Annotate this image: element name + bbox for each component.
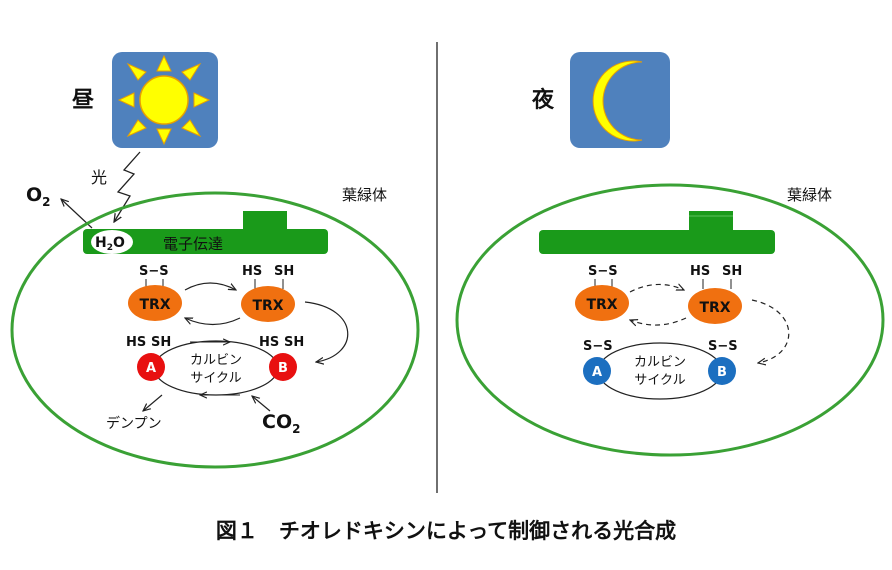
day-b-sh: SH: [284, 335, 304, 350]
day-chloroplast-label: 葉緑体: [342, 186, 387, 204]
day-electron-bar: [83, 229, 328, 254]
day-trx-red-label: TRX: [252, 298, 283, 314]
night-arrow-bottom: [630, 317, 687, 325]
day-calvin-line1: カルビン: [190, 353, 242, 368]
night-panel: 夜 葉緑体 S−S TRX HS SH TRX カルビン サイク: [455, 52, 885, 457]
night-calvin-line1: カルビン: [634, 355, 686, 370]
day-calvin-line2: サイクル: [190, 371, 241, 386]
night-label: 夜: [531, 87, 555, 113]
night-trx-left-ss: S−S: [588, 264, 618, 279]
day-label: 昼: [72, 88, 95, 113]
light-arrow: [114, 151, 141, 222]
day-b-hs: HS: [259, 335, 279, 350]
night-trx-left-label: TRX: [586, 297, 617, 313]
night-enzyme-b: [708, 357, 736, 385]
night-electron-bar: [539, 230, 775, 254]
day-trx-oxidized: [128, 285, 182, 321]
night-trx-reduced: [688, 288, 742, 324]
night-electron-bar-top: [689, 211, 733, 232]
co2-label: CO2: [262, 411, 300, 436]
day-panel: 昼 光 O2 葉緑体 電子伝達 H2O S−S: [10, 52, 420, 469]
night-trx-right-label: TRX: [699, 300, 730, 316]
night-arrow-top: [629, 284, 684, 293]
co2-arrow: [252, 396, 271, 412]
day-trx-red-hs: HS: [242, 264, 262, 279]
figure-caption: 図１ チオレドキシンによって制御される光合成: [216, 519, 676, 543]
night-chloroplast-label: 葉緑体: [787, 186, 832, 204]
night-trx-oxidized: [575, 285, 629, 321]
day-chloroplast: [10, 191, 420, 469]
night-a-ss: S−S: [583, 339, 613, 354]
day-enzyme-b: [269, 353, 297, 381]
night-calvin-cycle: [597, 342, 723, 400]
day-arrow-oxidize: [185, 318, 241, 326]
night-enzyme-a-label: A: [592, 365, 602, 380]
day-a-sh: SH: [151, 335, 171, 350]
night-trx-right-hs: HS: [690, 264, 710, 279]
h2o-label: H2O: [95, 235, 125, 253]
night-calvin-line2: サイクル: [634, 373, 685, 388]
night-trx-right-sh: SH: [722, 264, 742, 279]
day-enzyme-b-label: B: [278, 361, 288, 376]
starch-label: デンプン: [106, 415, 162, 432]
day-enzyme-a: [137, 353, 165, 381]
day-enzyme-a-label: A: [146, 361, 156, 376]
moon-icon: [570, 52, 670, 148]
night-b-ss: S−S: [708, 339, 738, 354]
starch-arrow: [143, 394, 163, 411]
day-trx-red-sh: SH: [274, 264, 294, 279]
night-chloroplast: [455, 183, 885, 457]
light-label: 光: [91, 168, 107, 187]
sun-icon: [112, 52, 218, 148]
day-trx-ox-label: TRX: [139, 297, 170, 313]
day-arrow-to-b: [304, 301, 349, 362]
o2-label: O2: [26, 184, 51, 209]
day-arrow-reduce: [184, 282, 236, 290]
day-a-hs: HS: [126, 335, 146, 350]
night-arrow-to-b: [751, 299, 790, 363]
night-enzyme-a: [583, 357, 611, 385]
day-trx-reduced: [241, 286, 295, 322]
h2o-bubble: [91, 230, 133, 254]
electron-label: 電子伝達: [163, 235, 223, 253]
day-trx-ox-ss: S−S: [139, 264, 169, 279]
day-electron-bar-top: [243, 211, 287, 231]
night-enzyme-b-label: B: [717, 365, 727, 380]
